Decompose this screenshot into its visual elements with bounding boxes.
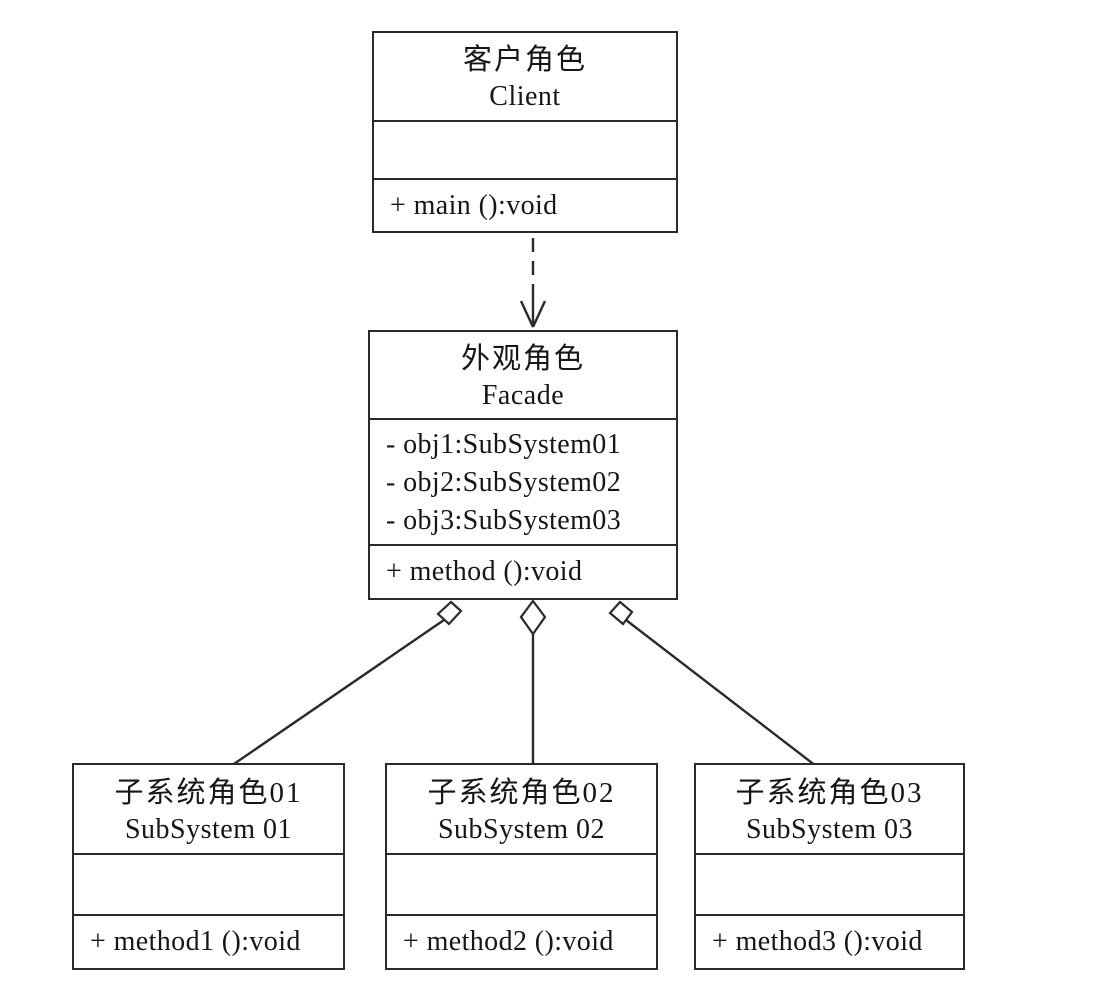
class-subsystem3-attributes xyxy=(696,855,963,916)
class-facade-name-en: Facade xyxy=(481,379,565,411)
method-line: + main ():void xyxy=(390,189,558,221)
aggregation-link-subsystem1 xyxy=(230,600,463,767)
class-subsystem1-name-zh: 子系统角色01 xyxy=(114,776,303,809)
class-client-methods: + main ():void xyxy=(374,180,676,231)
method-line: + method ():void xyxy=(386,556,583,587)
class-client-title: 客户角色 Client xyxy=(374,33,676,122)
hollow-diamond-icon xyxy=(519,599,547,636)
class-facade-title: 外观角色 Facade xyxy=(370,332,676,420)
class-subsystem1-name-en: SubSystem 01 xyxy=(124,813,293,845)
class-subsystem2: 子系统角色02 SubSystem 02 + method2 ():void xyxy=(385,763,658,970)
hollow-diamond-icon xyxy=(436,600,463,626)
class-client-name-zh: 客户角色 xyxy=(462,44,587,76)
class-subsystem2-name-en: SubSystem 02 xyxy=(437,813,606,845)
aggregation-link-subsystem2 xyxy=(519,599,547,766)
class-subsystem1: 子系统角色01 SubSystem 01 + method1 ():void xyxy=(72,763,345,970)
attribute-line: - obj3:SubSystem03 xyxy=(386,505,622,536)
method-line: + method1 ():void xyxy=(90,926,301,957)
class-subsystem1-methods: + method1 ():void xyxy=(74,916,343,968)
aggregation-link-subsystem3 xyxy=(608,600,817,767)
method-line: + method2 ():void xyxy=(403,926,614,957)
class-subsystem1-attributes xyxy=(74,855,343,916)
class-subsystem3-methods: + method3 ():void xyxy=(696,916,963,968)
class-subsystem3: 子系统角色03 SubSystem 03 + method3 ():void xyxy=(694,763,965,970)
dependency-arrow-client-facade xyxy=(519,238,547,328)
class-subsystem2-methods: + method2 ():void xyxy=(387,916,656,968)
class-subsystem2-attributes xyxy=(387,855,656,916)
class-facade-methods: + method ():void xyxy=(370,546,676,598)
class-subsystem1-title: 子系统角色01 SubSystem 01 xyxy=(74,765,343,855)
class-facade-attributes: - obj1:SubSystem01 - obj2:SubSystem02 - … xyxy=(370,420,676,546)
class-facade: 外观角色 Facade - obj1:SubSystem01 - obj2:Su… xyxy=(368,330,678,600)
class-facade-name-zh: 外观角色 xyxy=(460,342,585,375)
class-subsystem3-name-en: SubSystem 03 xyxy=(745,813,914,845)
method-line: + method3 ():void xyxy=(712,926,923,957)
class-subsystem2-name-zh: 子系统角色02 xyxy=(427,776,616,809)
attribute-line: - obj1:SubSystem01 xyxy=(386,429,622,460)
class-client-name-en: Client xyxy=(489,81,561,112)
class-client-attributes xyxy=(374,122,676,180)
class-subsystem2-title: 子系统角色02 SubSystem 02 xyxy=(387,765,656,855)
class-subsystem3-name-zh: 子系统角色03 xyxy=(735,776,924,809)
hollow-diamond-icon xyxy=(608,600,634,626)
class-subsystem3-title: 子系统角色03 SubSystem 03 xyxy=(696,765,963,855)
class-client: 客户角色 Client + main ():void xyxy=(372,31,678,233)
attribute-line: - obj2:SubSystem02 xyxy=(386,467,622,498)
